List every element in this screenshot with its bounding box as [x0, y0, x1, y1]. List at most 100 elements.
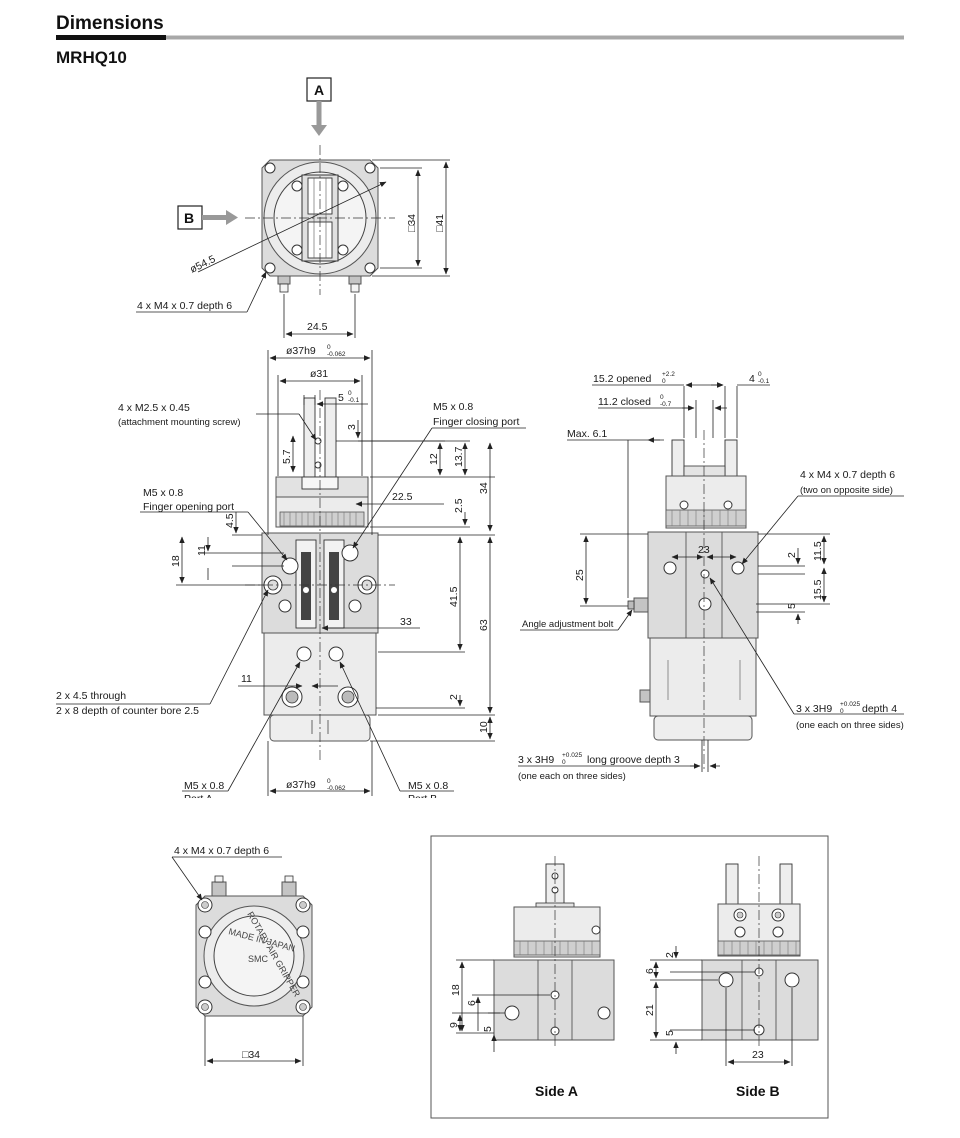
- side-groove-note: (one each on three sides): [518, 771, 626, 782]
- title-underline-dark: [56, 35, 166, 40]
- front-d5-7-label: 5.7: [281, 449, 293, 464]
- top-sq34-label: □34: [406, 214, 418, 232]
- side-a-d9: 9: [448, 1022, 460, 1028]
- side-opened-tol-upper: +2.2: [662, 371, 675, 378]
- view-arrow-b-label: B: [184, 210, 194, 226]
- view-arrow-a-label: A: [314, 82, 324, 98]
- bottom-view: [195, 875, 313, 1017]
- front-d37-bot-tol-upper: 0: [327, 778, 331, 785]
- side-b-d5: 5: [664, 1030, 676, 1036]
- front-d5-tol-upper: 0: [348, 390, 352, 397]
- bottom-sq34-label: □34: [242, 1049, 260, 1061]
- side-max-label: Max. 6.1: [567, 428, 607, 440]
- top-tap-label: 4 x M4 x 0.7 depth 6: [137, 300, 232, 312]
- view-arrow-a: A: [306, 77, 332, 136]
- front-d63-label: 63: [478, 619, 490, 631]
- front-screw-line2: (attachment mounting screw): [118, 417, 241, 428]
- side-b-d2: 2: [664, 952, 676, 958]
- front-d2-5-label: 2.5: [453, 498, 465, 513]
- front-d18-label: 18: [170, 555, 182, 567]
- dia-leader: [197, 181, 387, 273]
- front-d41-5-label: 41.5: [448, 586, 460, 607]
- side-a-d18: 18: [450, 984, 462, 996]
- front-opening-line1: M5 x 0.8: [143, 487, 183, 499]
- side-b-view: [701, 856, 819, 1046]
- front-closing-line2: Finger closing port: [433, 416, 519, 428]
- side-h9-depth-label: 3 x 3H9: [796, 703, 832, 715]
- front-d12-label: 12: [428, 453, 440, 465]
- side-a-d5: 5: [482, 1026, 494, 1032]
- front-through-line1: 2 x 4.5 through: [56, 690, 126, 702]
- front-view: [245, 390, 395, 760]
- front-portA-line1: M5 x 0.8: [184, 780, 224, 792]
- front-d37-top-tol-lower: -0.062: [327, 351, 346, 358]
- front-d5-label: 5: [338, 392, 344, 404]
- side-tap-line2: (two on opposite side): [800, 485, 893, 496]
- side-closed-tol-lower: -0.7: [660, 401, 672, 408]
- front-d11-h-label: 11: [241, 673, 252, 685]
- side-bolt-label: Angle adjustment bolt: [522, 619, 614, 630]
- top-view: [245, 145, 395, 295]
- front-d2-label: 2: [448, 694, 460, 700]
- side-d4-tol-lower: -0.1: [758, 378, 770, 385]
- front-d11-v-label: 11: [196, 545, 208, 556]
- front-d5-tol-lower: -0.1: [348, 397, 360, 404]
- model-title: MRHQ10: [56, 48, 127, 67]
- side-h9-depth-suffix: depth 4: [862, 703, 897, 715]
- side-d2-label: 2: [786, 552, 798, 558]
- front-view-crop-mask: [170, 798, 470, 810]
- side-b-d23: 23: [752, 1049, 764, 1061]
- section-title: Dimensions: [56, 13, 164, 34]
- front-d31-label: ø31: [310, 368, 328, 380]
- front-d33-label: 33: [400, 616, 412, 628]
- front-through-line2: 2 x 8 depth of counter bore 2.5: [56, 705, 199, 717]
- front-d10-label: 10: [478, 721, 490, 733]
- side-opened-tol-lower: 0: [662, 378, 666, 385]
- front-d4-5-label: 4.5: [224, 513, 236, 528]
- front-d37-top-tol-upper: 0: [327, 344, 331, 351]
- front-d37-top-label: ø37h9: [286, 345, 316, 357]
- side-d11-5-label: 11.5: [812, 541, 824, 561]
- front-closing-line1: M5 x 0.8: [433, 401, 473, 413]
- side-closed-tol-upper: 0: [660, 394, 664, 401]
- top-sq41-label: □41: [434, 214, 446, 232]
- bottom-tap-label: 4 x M4 x 0.7 depth 6: [174, 845, 269, 857]
- front-d3-label: 3: [346, 424, 358, 430]
- top-width-label: 24.5: [307, 321, 328, 333]
- front-d37-bot-label: ø37h9: [286, 779, 316, 791]
- side-groove-tol-upper: +0.025: [562, 752, 582, 759]
- front-d37-bot-tol-lower: -0.062: [327, 785, 346, 792]
- side-closed-label: 11.2 closed: [598, 396, 651, 408]
- side-h9-depth-note: (one each on three sides): [796, 720, 904, 731]
- front-opening-line2: Finger opening port: [143, 501, 234, 513]
- front-d34-label: 34: [478, 482, 490, 494]
- front-screw-line1: 4 x M2.5 x 0.45: [118, 402, 190, 414]
- side-d4-label: 4: [749, 373, 755, 385]
- side-groove-tol-lower: 0: [562, 759, 566, 766]
- side-h9-depth-tol-lower: 0: [840, 708, 844, 715]
- front-d22-5-label: 22.5: [392, 491, 413, 503]
- side-d25-label: 25: [574, 569, 586, 581]
- side-a-label: Side A: [535, 1083, 578, 1099]
- side-d5-label: 5: [786, 603, 798, 609]
- side-d4-tol-upper: 0: [758, 371, 762, 378]
- side-opened-label: 15.2 opened: [593, 373, 652, 385]
- side-groove-suffix: long groove depth 3: [587, 754, 680, 766]
- top-dia-label: ø54.5: [188, 253, 218, 276]
- side-a-view: [493, 856, 615, 1046]
- title-underline-gray: [166, 35, 904, 40]
- side-d15-5-label: 15.5: [812, 579, 824, 600]
- side-tap-line1: 4 x M4 x 0.7 depth 6: [800, 469, 895, 481]
- side-b-label: Side B: [736, 1083, 780, 1099]
- side-h9-depth-tol-upper: +0.025: [840, 701, 860, 708]
- side-b-d21: 21: [644, 1004, 656, 1016]
- side-a-d6: 6: [466, 1000, 478, 1006]
- front-d13-7-label: 13.7: [453, 446, 465, 467]
- bottom-emboss-line2: SMC: [248, 954, 269, 964]
- side-d23-label: 23: [698, 544, 710, 556]
- side-b-d6: 6: [644, 968, 656, 974]
- side-groove-label: 3 x 3H9: [518, 754, 554, 766]
- front-portB-line1: M5 x 0.8: [408, 780, 448, 792]
- view-arrow-b: B: [177, 205, 238, 230]
